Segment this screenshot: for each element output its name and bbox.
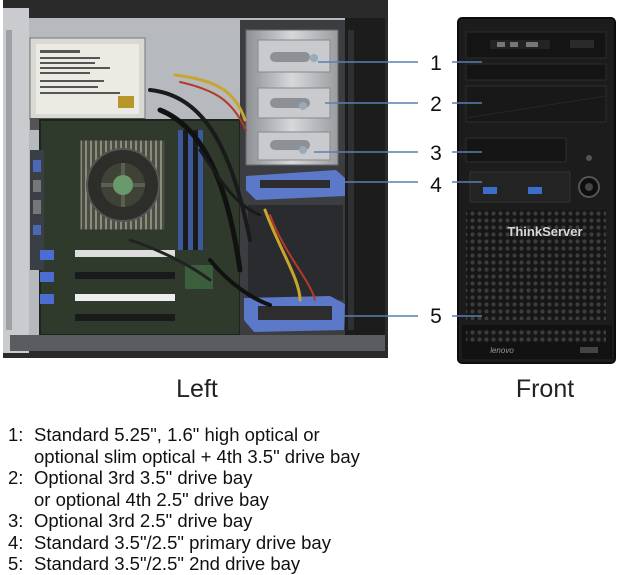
callout-number: 5 xyxy=(430,305,442,328)
legend-line: or optional 4th 2.5" drive bay xyxy=(34,488,269,510)
motherboard xyxy=(30,119,241,336)
callout-4: 4 xyxy=(340,174,482,197)
cables xyxy=(128,73,316,307)
front-view-label: Front xyxy=(516,375,574,403)
server-brand-label: ThinkServer xyxy=(507,224,582,239)
usb-port-icon xyxy=(528,187,542,194)
legend-line: Standard 3.5"/2.5" 2nd drive bay xyxy=(34,553,301,574)
front-view: ThinkServer lenovo xyxy=(457,17,616,364)
drive-cage xyxy=(240,20,350,340)
callout-number: 2 xyxy=(430,93,442,116)
callout-number: 3 xyxy=(430,142,442,165)
callout-1: 1 xyxy=(318,52,482,75)
legend-text: Optional 3rd 2.5" drive bay xyxy=(34,510,252,532)
legend-line: Optional 3rd 2.5" drive bay xyxy=(34,510,253,531)
legend-number: 2: xyxy=(8,467,24,488)
power-supply xyxy=(29,37,146,130)
callout-number: 4 xyxy=(430,174,442,197)
legend-item: 4: Standard 3.5"/2.5" primary drive bay xyxy=(8,532,618,554)
callouts: 1 2 3 4 5 xyxy=(314,52,482,328)
callout-2: 2 xyxy=(325,93,482,116)
legend-line: Standard 5.25", 1.6" high optical or xyxy=(34,424,320,445)
legend-text: Standard 3.5"/2.5" primary drive bay xyxy=(34,532,331,554)
front-mesh-grille xyxy=(466,210,606,320)
memory-slots xyxy=(178,130,203,250)
legend-item: 3: Optional 3rd 2.5" drive bay xyxy=(8,510,618,532)
left-view-label: Left xyxy=(176,375,218,403)
maker-logo: lenovo xyxy=(490,346,514,355)
legend-number: 1: xyxy=(8,424,24,445)
legend-number: 4: xyxy=(8,531,24,553)
bay-cover-2 xyxy=(465,85,607,123)
legend-number: 3: xyxy=(8,510,24,531)
callout-3: 3 xyxy=(314,142,482,165)
legend-line: Optional 3rd 3.5" drive bay xyxy=(34,467,253,488)
callout-number: 1 xyxy=(430,52,442,75)
legend-item: 5: Standard 3.5"/2.5" 2nd drive bay xyxy=(8,553,618,575)
legend-line: Standard 3.5"/2.5" primary drive bay xyxy=(34,531,331,553)
expansion-slots xyxy=(75,250,175,321)
usb-port-icon xyxy=(483,187,497,194)
legend-text: Standard 3.5"/2.5" 2nd drive bay xyxy=(34,553,300,575)
left-chassis-view xyxy=(3,0,388,358)
bay-cover-3 xyxy=(465,137,567,163)
callout-5: 5 xyxy=(340,305,482,328)
legend-number: 5: xyxy=(8,553,24,574)
legend-line: optional slim optical + 4th 3.5" drive b… xyxy=(34,445,360,467)
